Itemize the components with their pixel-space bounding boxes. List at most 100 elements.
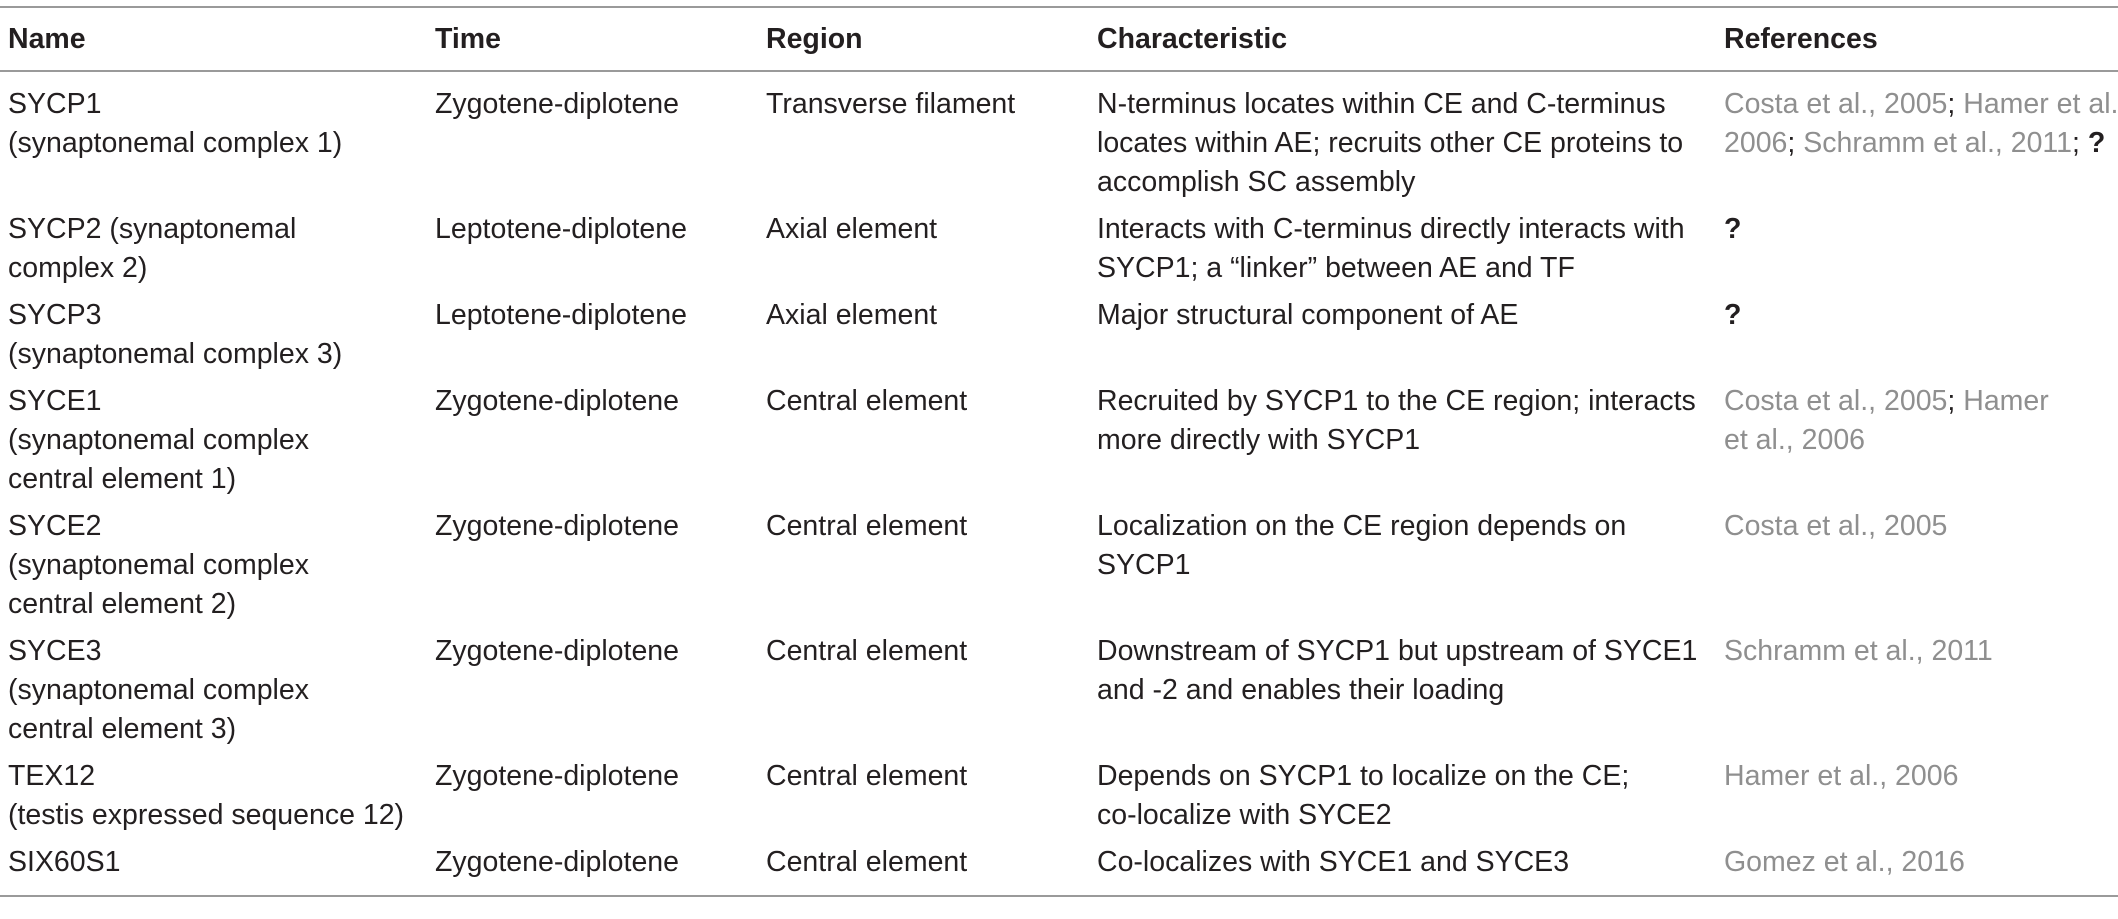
cell-characteristic: N-terminus locates within CE and C-termi…: [1089, 71, 1716, 206]
cell-name-line: central element 2): [8, 588, 237, 620]
missing-reference-marker: ?: [2087, 127, 2106, 159]
cell-name-line: (testis expressed sequence 12): [8, 799, 405, 831]
reference-link[interactable]: Costa et al., 2005: [1724, 385, 1948, 417]
cell-time: Zygotene-diplotene: [435, 760, 680, 792]
cell-characteristic-line: Downstream of SYCP1 but upstream of SYCE…: [1097, 635, 1698, 667]
table-row: SIX60S1 Zygotene-diplotene Central element…: [0, 839, 2118, 896]
cell-references: ?: [1716, 292, 2118, 378]
protein-table: Name Time Region Characteristic Referenc…: [0, 6, 2118, 897]
reference-line: ?: [1724, 210, 2104, 249]
cell-characteristic-line: Co-localizes with SYCE1 and SYCE3: [1097, 846, 1570, 878]
cell-region: Central element: [766, 760, 968, 792]
cell-name: SYCE3 (synaptonemal complex central elemen…: [0, 628, 427, 753]
table-row: TEX12 (testis expressed sequence 12) Zygot…: [0, 753, 2118, 839]
cell-name-line: SYCP1: [8, 88, 102, 120]
reference-link[interactable]: Costa et al., 2005: [1724, 88, 1948, 120]
reference-line: Hamer et al., 2006: [1724, 757, 2104, 796]
cell-region: Central element: [766, 635, 968, 667]
cell-characteristic-line: and -2 and enables their loading: [1097, 674, 1505, 706]
cell-name-line: complex 2): [8, 252, 148, 284]
reference-link[interactable]: et al., 2006: [1724, 424, 1866, 456]
cell-characteristic-line: Recruited by SYCP1 to the CE region; int…: [1097, 385, 1696, 417]
reference-link[interactable]: Hamer: [1963, 385, 2049, 417]
cell-references: Hamer et al., 2006: [1716, 753, 2118, 839]
reference-link[interactable]: Gomez et al., 2016: [1724, 846, 1965, 878]
cell-characteristic-line: accomplish SC assembly: [1097, 166, 1416, 198]
header-row: Name Time Region Characteristic Referenc…: [0, 7, 2118, 71]
cell-region: Axial element: [766, 299, 938, 331]
cell-characteristic: Downstream of SYCP1 but upstream of SYCE…: [1089, 628, 1716, 753]
reference-link[interactable]: 2006: [1724, 127, 1788, 159]
reference-line: Schramm et al., 2011: [1724, 632, 2104, 671]
cell-time: Zygotene-diplotene: [435, 88, 680, 120]
cell-name-line: (synaptonemal complex: [8, 674, 309, 706]
cell-characteristic: Depends on SYCP1 to localize on the CE; c…: [1089, 753, 1716, 839]
cell-time: Zygotene-diplotene: [435, 846, 680, 878]
missing-reference-marker: ?: [1724, 299, 1742, 331]
reference-link[interactable]: Hamer et al., 2006: [1724, 760, 1959, 792]
cell-name-line: TEX12: [8, 760, 96, 792]
cell-region: Central element: [766, 846, 968, 878]
header-name: Name: [8, 23, 86, 55]
reference-line: Gomez et al., 2016: [1724, 843, 2104, 882]
cell-name-line: central element 3): [8, 713, 237, 745]
cell-name: SYCP3 (synaptonemal complex 3): [0, 292, 427, 378]
reference-link[interactable]: Schramm et al., 2011: [1803, 127, 2073, 159]
reference-line: Costa et al., 2005; Hamer et al.,: [1724, 85, 2118, 124]
table-header: Name Time Region Characteristic Referenc…: [0, 7, 2118, 71]
cell-name-line: SYCE3: [8, 635, 102, 667]
cell-characteristic-line: co-localize with SYCE2: [1097, 799, 1392, 831]
cell-characteristic: Major structural component of AE: [1089, 292, 1716, 378]
cell-characteristic: Interacts with C-terminus directly inter…: [1089, 206, 1716, 292]
reference-link[interactable]: Hamer et al.,: [1963, 88, 2118, 120]
cell-characteristic-line: SYCP1; a “linker” between AE and TF: [1097, 252, 1575, 284]
cell-references: Costa et al., 2005; Hamer et al.,2006; S…: [1716, 71, 2118, 206]
cell-region: Central element: [766, 510, 968, 542]
cell-characteristic-line: more directly with SYCP1: [1097, 424, 1421, 456]
table-row: SYCP1(synaptonemal complex 1)Zygotene-di…: [0, 71, 2118, 206]
cell-references: Schramm et al., 2011: [1716, 628, 2118, 753]
cell-time: Leptotene-diplotene: [435, 213, 687, 245]
cell-references: Gomez et al., 2016: [1716, 839, 2118, 896]
cell-time: Leptotene-diplotene: [435, 299, 687, 331]
cell-name-line: SIX60S1: [8, 846, 121, 878]
reference-separator: ;: [1947, 88, 1964, 120]
header-region: Region: [766, 23, 863, 55]
reference-link[interactable]: Costa et al., 2005: [1724, 510, 1948, 542]
table-body: SYCP1(synaptonemal complex 1)Zygotene-di…: [0, 71, 2118, 896]
reference-line: Costa et al., 2005: [1724, 507, 2104, 546]
cell-characteristic: Localization on the CE region depends on…: [1089, 503, 1716, 628]
cell-name: SYCP1(synaptonemal complex 1): [0, 71, 427, 206]
cell-characteristic-line: Interacts with C-terminus directly inter…: [1097, 213, 1685, 245]
reference-separator: ;: [2072, 127, 2088, 159]
cell-characteristic: Recruited by SYCP1 to the CE region; int…: [1089, 378, 1716, 503]
reference-link[interactable]: Schramm et al., 2011: [1724, 635, 1993, 667]
cell-region: Central element: [766, 385, 968, 417]
cell-name-line: (synaptonemal complex 3): [8, 338, 343, 370]
cell-name-line: SYCP3: [8, 299, 102, 331]
cell-characteristic-line: Depends on SYCP1 to localize on the CE;: [1097, 760, 1630, 792]
cell-references: ?: [1716, 206, 2118, 292]
cell-name-line: SYCE1: [8, 385, 102, 417]
reference-line: Costa et al., 2005; Hamer: [1724, 382, 2104, 421]
cell-characteristic-line: Major structural component of AE: [1097, 299, 1519, 331]
header-references: References: [1724, 23, 1878, 55]
reference-line: ?: [1724, 296, 2104, 335]
cell-name-line: (synaptonemal complex: [8, 549, 309, 581]
cell-time: Zygotene-diplotene: [435, 510, 680, 542]
cell-characteristic-line: SYCP1: [1097, 549, 1191, 581]
reference-separator: ;: [1947, 385, 1964, 417]
table-row: SYCP3 (synaptonemal complex 3) Leptotene-d…: [0, 292, 2118, 378]
table-row: SYCE3 (synaptonemal complex central elemen…: [0, 628, 2118, 753]
cell-name-line: (synaptonemal complex: [8, 424, 309, 456]
cell-name: SIX60S1: [0, 839, 427, 896]
cell-characteristic-line: Localization on the CE region depends on: [1097, 510, 1627, 542]
